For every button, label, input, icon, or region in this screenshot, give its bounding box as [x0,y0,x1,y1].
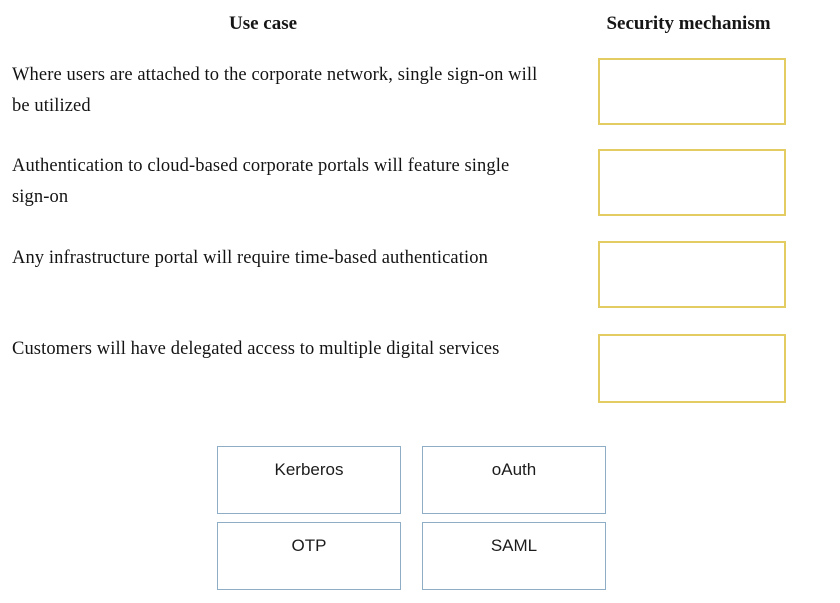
use-case-statement: Authentication to cloud-based corporate … [12,156,510,207]
drop-zone-security-mechanism[interactable] [598,241,786,308]
drop-zone-security-mechanism[interactable] [598,334,786,403]
drop-zone-security-mechanism[interactable] [598,149,786,216]
column-header-use-case: Use case [228,13,298,34]
use-case-statement: Where users are attached to the corporat… [12,65,538,116]
column-header-security-mechanism: Security mechanism [606,13,771,34]
answer-option-saml[interactable]: SAML [422,522,606,590]
answer-option-oauth[interactable]: oAuth [422,446,606,514]
answer-option-kerberos[interactable]: Kerberos [217,446,401,514]
drop-zone-security-mechanism[interactable] [598,58,786,125]
use-case-statement: Any infrastructure portal will require t… [12,248,488,268]
answer-option-otp[interactable]: OTP [217,522,401,590]
use-case-statement: Customers will have delegated access to … [12,339,500,359]
